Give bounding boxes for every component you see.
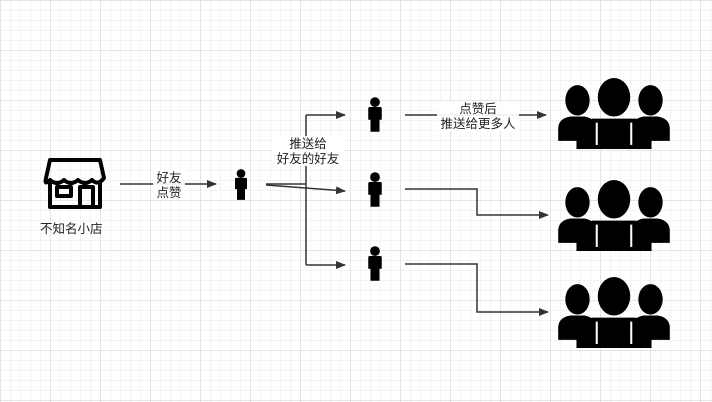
group-connectors (405, 111, 549, 316)
friend-like-line-2: 点赞 (156, 185, 182, 200)
friend-like-label: 好友 点赞 (153, 170, 185, 200)
person-icon (368, 172, 382, 207)
group-icon (558, 277, 670, 348)
like-push-line-1: 点赞后 (459, 101, 497, 116)
person-icon (235, 169, 247, 200)
push-friends-label: 推送给 好友的好友 (272, 136, 344, 166)
friend-like-line-1: 好友 (156, 170, 182, 185)
group-icon (558, 78, 670, 149)
person-icon (368, 246, 382, 281)
group-icon (558, 180, 670, 251)
push-friends-line-1: 推送给 (289, 136, 327, 151)
shop-icon (43, 158, 106, 209)
push-friends-line-2: 好友的好友 (276, 151, 340, 166)
shop-label: 不知名小店 (40, 221, 103, 236)
like-push-line-2: 推送给更多人 (440, 116, 516, 131)
like-push-label: 点赞后 推送给更多人 (437, 101, 519, 131)
person-icon (368, 97, 382, 132)
